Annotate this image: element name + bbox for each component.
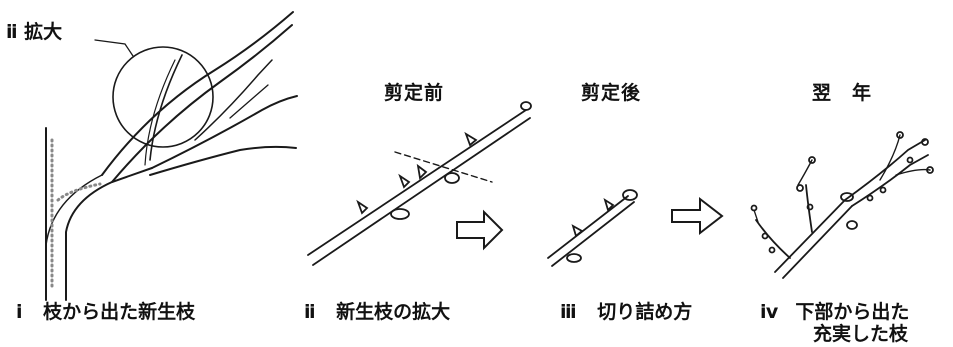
caption-ii-numeral: ⅱ [304,301,316,323]
magnify-callout-label: ⅱ 拡大 [6,21,63,43]
caption-i-text: 枝から出た新生枝 [43,301,196,323]
arrow-2 [671,196,724,236]
panel-next-year-branch [750,131,934,279]
caption-iv: ⅳ 下部から出た [760,302,909,323]
panel-i-tree-illustration [45,11,298,301]
caption-iv-line1: 下部から出た [795,301,910,323]
panel-after-pruning-branch [547,189,638,267]
arrow-1 [456,209,504,251]
caption-ii-text: 新生枝の拡大 [336,301,451,323]
caption-i: ⅰ 枝から出た新生枝 [16,302,195,323]
caption-iii-text: 切り詰め方 [597,301,693,323]
caption-iv-numeral: ⅳ [760,301,779,323]
caption-ii: ⅱ 新生枝の拡大 [304,302,450,323]
caption-iii: ⅲ 切り詰め方 [560,302,692,323]
caption-iv-second-line: 充実した枝 [813,323,909,345]
header-before-pruning: 剪定前 [384,82,445,104]
panel-before-pruning-branch [307,101,532,266]
caption-iii-numeral: ⅲ [560,301,577,323]
header-next-year: 翌 年 [812,82,873,104]
caption-i-numeral: ⅰ [16,301,23,323]
header-after-pruning: 剪定後 [581,82,642,104]
